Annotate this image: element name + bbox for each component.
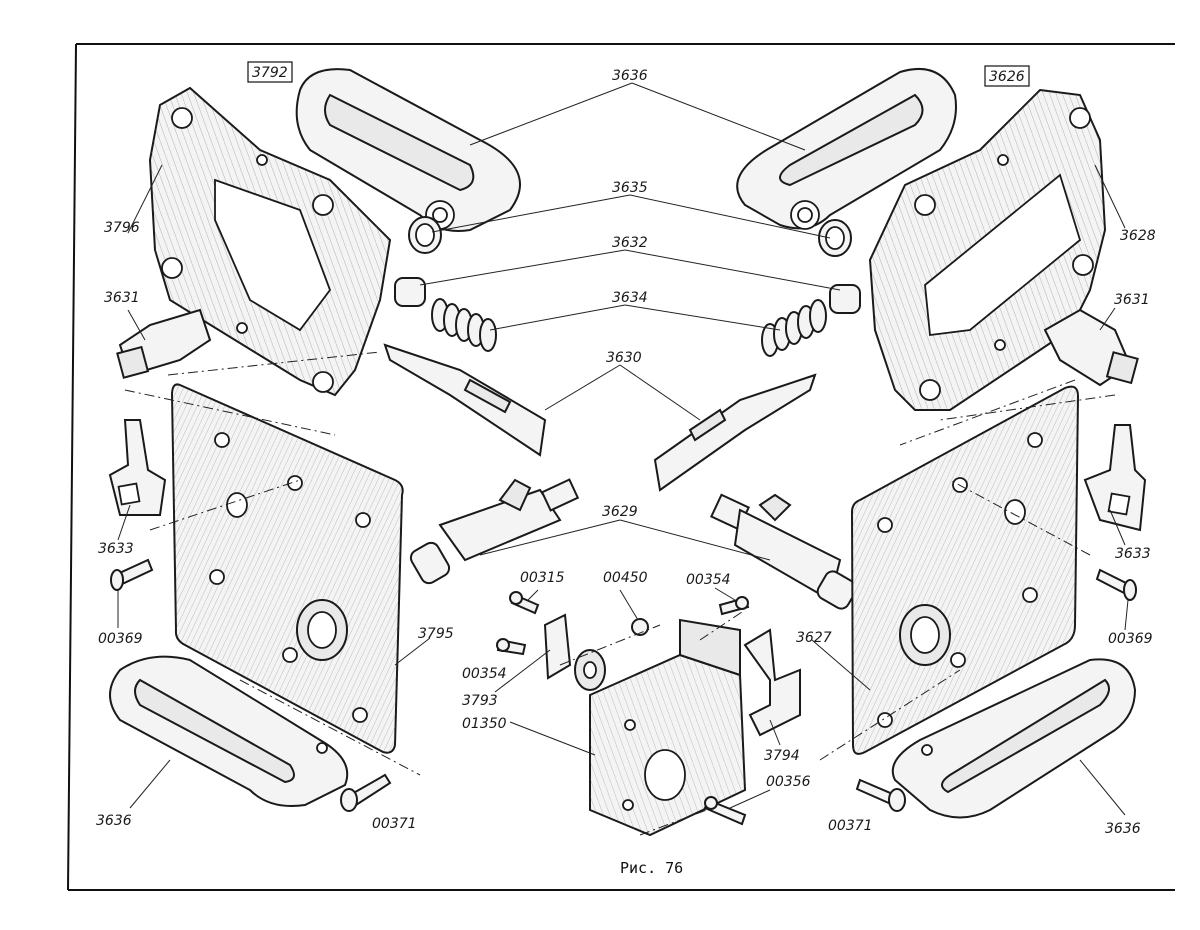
right-screw-00371-part — [855, 778, 906, 812]
right-lever-part — [1083, 424, 1147, 532]
left-spring-part — [431, 298, 497, 352]
label-00315: 00315 — [520, 570, 565, 586]
label-3631-right: 3631 — [1114, 292, 1150, 308]
label-3627: 3627 — [796, 630, 832, 646]
strike-plate-3794-part — [743, 628, 801, 737]
label-00371-right: 00371 — [828, 818, 873, 834]
label-00354-top: 00354 — [686, 572, 731, 588]
label-3634: 3634 — [612, 290, 648, 306]
label-3792: 3792 — [252, 65, 288, 81]
label-3633-left: 3633 — [98, 541, 134, 557]
label-00450: 00450 — [603, 570, 648, 586]
label-box-3626 — [984, 65, 1030, 87]
left-lever-part — [108, 419, 167, 516]
label-00354-left: 00354 — [462, 666, 507, 682]
label-3795: 3795 — [418, 626, 454, 642]
label-00356: 00356 — [766, 774, 811, 790]
right-knob-spindle-part — [710, 493, 858, 610]
top-right-handle-part — [736, 67, 957, 230]
label-3794: 3794 — [764, 748, 800, 764]
right-sleeve-part — [829, 284, 861, 314]
left-bracket-part — [148, 86, 392, 397]
label-3636-left: 3636 — [96, 813, 132, 829]
label-3628: 3628 — [1120, 228, 1156, 244]
center-small-parts — [496, 591, 750, 826]
top-left-handle-part — [295, 68, 521, 232]
right-spring-part — [761, 299, 827, 357]
label-3635: 3635 — [612, 180, 648, 196]
left-latch-bolt-part — [383, 343, 547, 457]
right-latch-bolt-part — [653, 373, 817, 492]
right-cam-part — [1043, 308, 1139, 387]
left-screw-00369-part — [110, 558, 154, 591]
label-3631-left: 3631 — [104, 290, 140, 306]
right-screw-00369-part — [1095, 568, 1137, 601]
label-3626: 3626 — [989, 69, 1025, 85]
label-3633-right: 3633 — [1115, 546, 1151, 562]
label-00371-left: 00371 — [372, 816, 417, 832]
label-3636-top: 3636 — [612, 68, 648, 84]
label-3793: 3793 — [462, 693, 498, 709]
bottom-right-handle-part — [891, 658, 1137, 819]
label-3796: 3796 — [104, 220, 140, 236]
bottom-left-handle-part — [109, 655, 349, 807]
left-cam-part — [116, 308, 212, 379]
left-knob-spindle-part — [409, 478, 580, 585]
label-01350: 01350 — [462, 716, 507, 732]
right-plate-part — [850, 385, 1080, 755]
label-3632: 3632 — [612, 235, 648, 251]
lock-body-part — [589, 618, 747, 837]
left-screw-00371-part — [340, 773, 392, 812]
figure-caption: Рис. 76 — [620, 859, 683, 877]
drawing-frame — [67, 43, 1175, 891]
leader-lines — [117, 82, 1129, 836]
label-box-3792 — [247, 61, 293, 83]
label-00369-left: 00369 — [98, 631, 143, 647]
left-plate-part — [170, 383, 404, 754]
label-3629: 3629 — [602, 504, 638, 520]
label-00369-right: 00369 — [1108, 631, 1153, 647]
label-3636-right: 3636 — [1105, 821, 1141, 837]
left-sleeve-part — [394, 277, 426, 307]
label-3630: 3630 — [606, 350, 642, 366]
